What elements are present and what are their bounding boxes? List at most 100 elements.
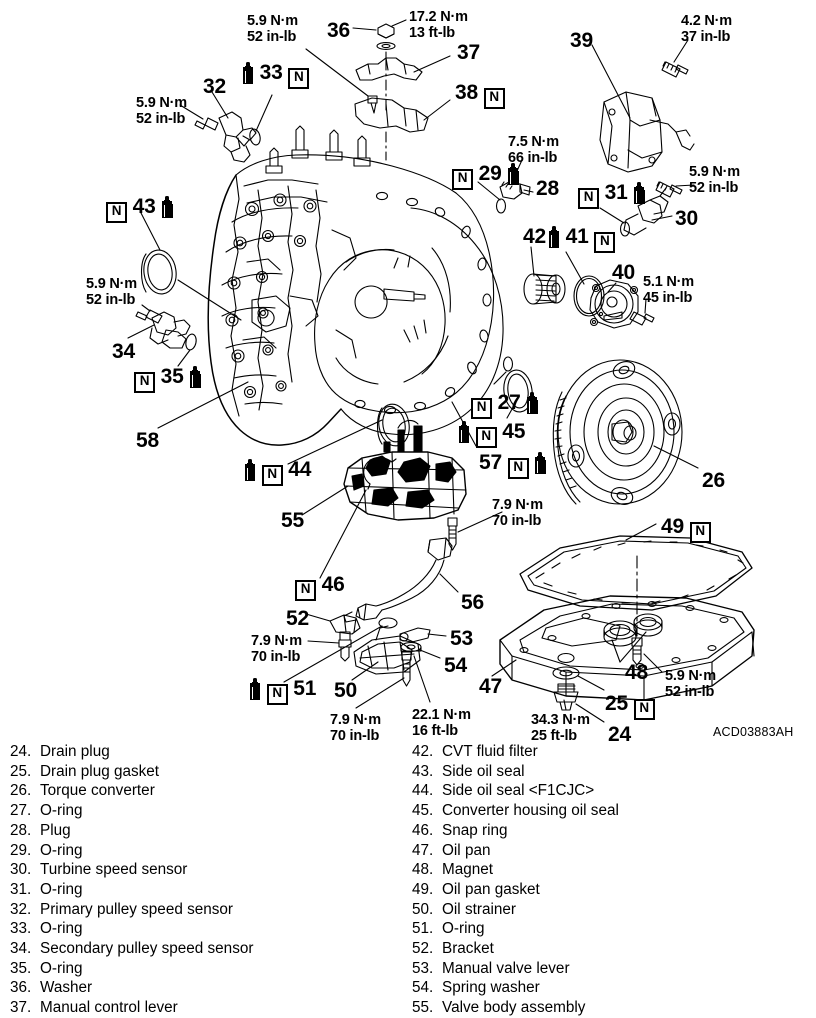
- bolt-bracket-7-9: [338, 639, 352, 662]
- list-item: 28. Plug: [10, 821, 410, 841]
- callout-25: 25 N: [605, 692, 655, 720]
- o-ring-41-inner: [575, 277, 603, 315]
- callout-44: N 44: [244, 458, 311, 486]
- list-item: 51. O-ring: [412, 919, 812, 939]
- callout-52: 52: [286, 607, 309, 630]
- legend-number: 34.: [10, 940, 32, 958]
- torque-spec-t4: 5.9 N·m 52 in-lb: [136, 95, 187, 127]
- sealant-bottle-icon: [633, 182, 645, 204]
- o-ring-31: [619, 221, 631, 237]
- legend-text: CVT fluid filter: [442, 743, 538, 760]
- legend-text: Spring washer: [442, 979, 540, 997]
- list-item: 36.Washer: [10, 978, 410, 998]
- o-ring-33: [249, 128, 261, 146]
- torque-spec-t6: 5.9 N·m 52 in-lb: [689, 164, 740, 196]
- sealant-bottle-icon: [161, 196, 173, 218]
- legend-number: 30.: [10, 861, 32, 879]
- callout-55: 55: [281, 509, 304, 532]
- transmission-case-illustration: [207, 125, 504, 446]
- legend-number: 33.: [10, 920, 32, 938]
- tube-56: [343, 537, 453, 623]
- legend-text: Magnet: [442, 861, 494, 879]
- o-ring-51-part: [378, 617, 398, 629]
- legend-text: O-ring: [40, 959, 83, 977]
- legend-text: Washer: [40, 979, 93, 997]
- torque-spec-t8: 5.1 N·m 45 in-lb: [643, 274, 694, 306]
- drain-plug-24: [553, 683, 579, 711]
- legend-text: Oil pan gasket: [442, 880, 540, 898]
- legend-text: O-ring: [40, 841, 83, 859]
- legend-number: 27.: [10, 802, 32, 820]
- torque-spec-t9: 7.9 N·m 70 in-lb: [492, 497, 543, 529]
- legend-number: 52.: [412, 940, 434, 958]
- legend-text: Oil strainer: [442, 900, 516, 918]
- exploded-view-figure: 5.9 N·m 52 in-lb 17.2 N·m 13 ft-lb 4.2 N…: [86, 9, 793, 746]
- legend-number: 31.: [10, 880, 32, 898]
- list-item: 42. CVT fluid filter: [412, 742, 812, 762]
- callout-24: 24: [608, 723, 631, 746]
- side-oil-seal-43: [140, 249, 177, 295]
- list-item: 27.O-ring: [10, 801, 410, 821]
- drain-plug-gasket-25: [552, 666, 580, 680]
- torque-spec-t2: 17.2 N·m 13 ft-lb: [409, 9, 468, 41]
- list-item: 45. Converter housing oil seal: [412, 801, 812, 821]
- legend-text: Turbine speed sensor: [40, 861, 188, 879]
- callout-40: 40: [612, 261, 635, 284]
- o-ring-41: [573, 275, 605, 317]
- legend-text: O-ring: [40, 920, 83, 938]
- legend-number: 28.: [10, 821, 32, 839]
- callout-30: 30: [675, 207, 698, 230]
- list-item: 25.Drain plug gasket: [10, 762, 410, 782]
- converter-housing-oil-seal-45: [503, 369, 533, 413]
- list-item: 34.Secondary pulley speed sensor: [10, 939, 410, 959]
- callout-37: 37: [457, 41, 480, 64]
- sealant-bottle-icon: [534, 452, 546, 474]
- legend-number: 25.: [10, 762, 32, 780]
- list-item: 44.Side oil seal <F1CJC>: [412, 781, 812, 801]
- legend-text: Snap ring: [442, 821, 508, 839]
- bolt-5-9-sensor-34: [135, 309, 163, 324]
- callout-46: N 46: [295, 573, 345, 601]
- bolt-7-9-valvebody: [447, 517, 458, 551]
- n-mark-icon: N: [475, 427, 497, 448]
- o-ring-27: [502, 356, 514, 372]
- legend-number: 51.: [412, 920, 434, 938]
- list-item: 30. Turbine speed sensor: [10, 860, 410, 880]
- legend-number: 50.: [412, 900, 434, 918]
- legend-text: Side oil seal: [442, 762, 525, 780]
- legend-column-right: 42. CVT fluid filter 43.Side oil seal 44.…: [412, 742, 812, 1018]
- list-item: 35. O-ring: [10, 959, 410, 979]
- legend-number: 44.: [412, 782, 434, 800]
- torque-spec-t7: 5.9 N·m 52 in-lb: [86, 276, 137, 308]
- callout-45: N 45: [458, 420, 525, 448]
- figure-code: ACD03883AH: [713, 725, 794, 739]
- legend-number: 45.: [412, 802, 434, 820]
- sealant-bottle-icon: [244, 459, 256, 481]
- leader-lines: [127, 19, 699, 723]
- list-item: 33. O-ring: [10, 919, 410, 939]
- legend-number: 42.: [412, 743, 434, 760]
- washer-nut-36: [376, 23, 396, 50]
- sealant-bottle-icon: [249, 678, 261, 700]
- legend-number: 46.: [412, 821, 434, 839]
- oil-pan-gasket-49: [519, 535, 753, 611]
- legend-text: Plug: [40, 821, 71, 839]
- n-mark-icon: N: [689, 522, 711, 543]
- list-item: 32.Primary pulley speed sensor: [10, 900, 410, 920]
- legend-number: 35.: [10, 959, 32, 977]
- bolt-5-9-upper-left: [194, 117, 219, 131]
- legend-text: O-ring: [442, 920, 485, 938]
- torque-spec-t1: 5.9 N·m 52 in-lb: [247, 13, 298, 45]
- list-item: 43.Side oil seal: [412, 762, 812, 782]
- legend-text: O-ring: [40, 880, 83, 898]
- legend-text: Drain plug: [40, 743, 110, 760]
- legend-text: Manual valve lever: [442, 959, 570, 977]
- callout-32: 32: [203, 75, 226, 98]
- legend-text: Converter housing oil seal: [442, 802, 619, 820]
- callout-38: 38 N: [455, 81, 505, 109]
- secondary-pulley-speed-sensor-34: [149, 311, 191, 349]
- n-mark-icon: N: [483, 88, 505, 109]
- n-mark-icon: N: [266, 684, 288, 705]
- callout-43: N 43: [106, 195, 173, 223]
- torque-spec-t11: 5.9 N·m 52 in-lb: [665, 668, 716, 700]
